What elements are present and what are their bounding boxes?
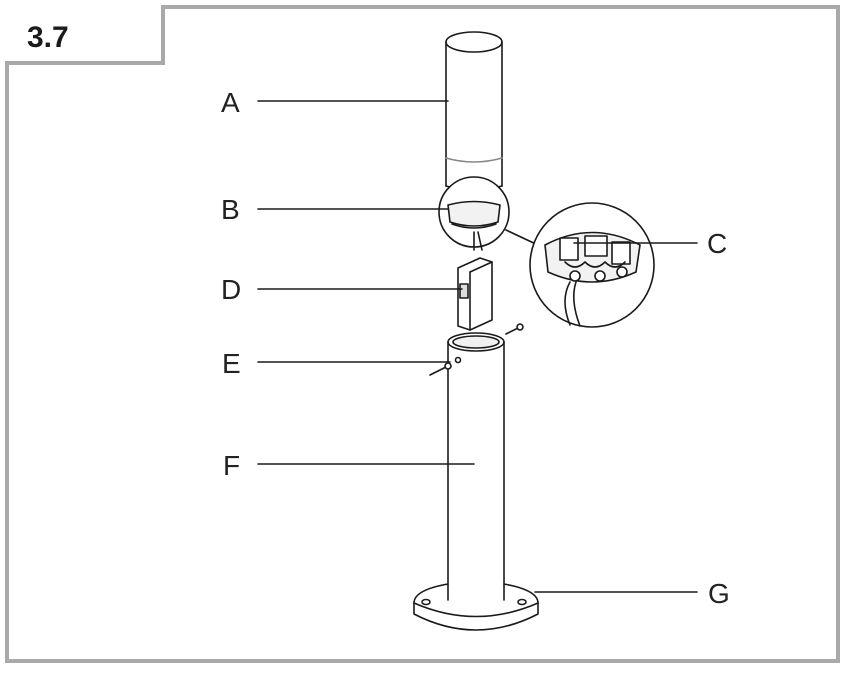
callout-e: E (222, 348, 241, 379)
base-plate (413, 583, 539, 631)
fixing-screws (429, 323, 524, 376)
pole-tube (447, 332, 505, 601)
connection-magnified-view (505, 202, 655, 328)
callout-a: A (221, 87, 240, 118)
callout-f: F (223, 450, 240, 481)
connector-box (457, 257, 493, 331)
callout-b: B (221, 194, 240, 225)
diagram-frame (5, 5, 840, 663)
callout-d: D (221, 274, 241, 305)
callout-leader-lines (257, 100, 698, 593)
callout-g: G (708, 578, 730, 609)
lamp-base-detail-circle (438, 176, 510, 251)
step-number-box: 3.7 (5, 5, 165, 65)
step-number: 3.7 (27, 21, 69, 54)
callout-c: C (707, 228, 727, 259)
lamp-head (445, 31, 503, 191)
